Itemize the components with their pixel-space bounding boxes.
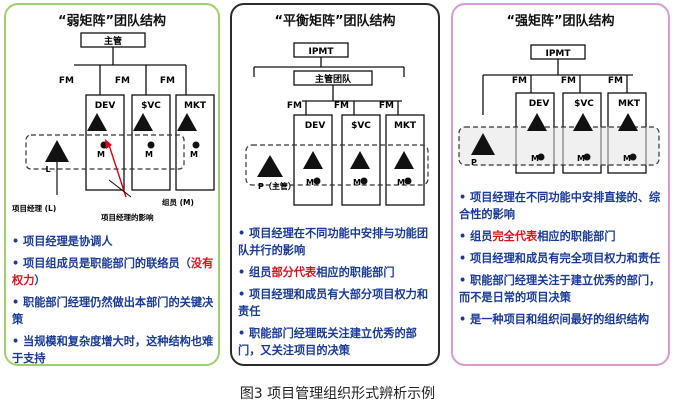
svg-text:主管团队: 主管团队 (315, 73, 352, 85)
svg-text:FM: FM (561, 76, 576, 86)
member-dot-icon (147, 141, 155, 149)
bullet-item: • 组员完全代表相应的职能部门 (459, 230, 616, 243)
svg-text:FM: FM (608, 76, 623, 86)
svg-text:MKT: MKT (394, 121, 417, 131)
bullet-item: • 职能部门经理仍然做出本部门的关键决策 (12, 296, 214, 326)
panel-title: “弱矩阵”团队结构 (57, 14, 167, 29)
bullet-item: • 项目经理在不同功能中安排直接的、综合性的影响 (459, 191, 661, 221)
svg-text:IPMT: IPMT (545, 49, 571, 59)
panel-title: “强矩阵”团队结构 (506, 14, 615, 29)
svg-text:M: M (531, 154, 539, 163)
fm-labels: FM FM FM (59, 76, 175, 86)
svg-text:P: P (471, 158, 477, 167)
org-chart-strong: IPMT FM FM FM DEV $VC MKT P M M M (458, 44, 660, 174)
member-dot-icon (360, 177, 368, 185)
panel-weak-matrix: “弱矩阵”团队结构 主管 FM FM FM DEV $VC MKT L M M … (4, 3, 220, 366)
figure-caption: 图3 项目管理组织形式辨析示例 (239, 386, 436, 402)
bullet-item: • 项目经理和成员有完全项目权力和责任 (459, 252, 661, 265)
member-dot-icon (537, 153, 545, 161)
bullet-item: • 组员部分代表相应的职能部门 (238, 266, 395, 279)
bullet-list: • 项目经理在不同功能中安排与功能团队并行的影响 • 组员部分代表相应的职能部门… (238, 225, 434, 364)
fm-triangle-icon (350, 151, 370, 169)
project-manager-triangle-icon (45, 140, 69, 162)
svg-text:L: L (45, 165, 50, 174)
bullet-item: • 当规模和复杂度增大时，这种结构也难于支持 (12, 335, 214, 365)
influence-arrow (108, 144, 127, 198)
fm-triangle-icon (303, 151, 323, 169)
project-team-dashed-box (458, 126, 660, 166)
member-dot-icon (629, 153, 637, 161)
svg-text:MKT: MKT (184, 101, 207, 111)
svg-text:M: M (353, 178, 361, 187)
svg-text:FM: FM (160, 76, 175, 86)
project-team-dashed-box (25, 134, 185, 170)
fm-triangle-icon (527, 113, 547, 131)
manager-label: 主管 (104, 35, 122, 47)
fm-triangle-icon (177, 113, 197, 131)
svg-text:DEV: DEV (529, 99, 550, 109)
bullet-list: • 项目经理在不同功能中安排直接的、综合性的影响 • 组员完全代表相应的职能部门… (459, 189, 664, 333)
bullet-list: • 项目经理是协调人 • 项目组成员是职能部门的联络员（没有权力） • 职能部门… (12, 233, 214, 372)
fm-triangle-icon (618, 113, 638, 131)
influence-label: 项目经理的影响 (101, 212, 154, 222)
svg-text:IPMT: IPMT (308, 47, 334, 57)
svg-text:$VC: $VC (141, 101, 161, 111)
svg-text:$VC: $VC (574, 99, 594, 109)
svg-text:M: M (145, 150, 153, 159)
member-dot-icon (313, 177, 321, 185)
pm-label: 项目经理 (L) (12, 203, 56, 213)
svg-text:MKT: MKT (618, 99, 641, 109)
member-dot-icon (404, 177, 412, 185)
svg-text:M: M (623, 154, 631, 163)
svg-text:FM: FM (379, 101, 394, 111)
svg-text:DEV: DEV (305, 121, 326, 131)
svg-text:FM: FM (512, 76, 527, 86)
svg-text:M: M (97, 150, 105, 159)
panel-strong-matrix: “强矩阵”团队结构 IPMT FM FM FM DEV $VC MKT P M … (451, 3, 670, 366)
svg-text:FM: FM (115, 76, 130, 86)
svg-text:$VC: $VC (351, 121, 371, 131)
bullet-item: • 项目经理是协调人 (12, 235, 113, 248)
svg-text:FM: FM (334, 101, 349, 111)
bullet-item: • 项目经理和成员有大部分项目权力和责任 (238, 288, 429, 318)
svg-text:M: M (577, 154, 585, 163)
org-chart-weak: 主管 FM FM FM DEV $VC MKT L M M M 项目经理 (L) (12, 32, 215, 222)
svg-text:FM: FM (287, 101, 302, 111)
svg-text:DEV: DEV (95, 101, 116, 111)
panel-title: “平衡矩阵”团队结构 (274, 14, 396, 29)
panel-balanced-matrix: “平衡矩阵”团队结构 IPMT 主管团队 FM FM FM DEV $VC MK… (230, 3, 440, 366)
bullet-item: • 项目组成员是职能部门的联络员（没有权力） (12, 257, 214, 287)
member-label: 组员 (M) (162, 197, 194, 207)
member-dot-icon (192, 141, 200, 149)
bullet-item: • 是一种项目和组织间最好的组织结构 (459, 313, 650, 326)
svg-text:FM: FM (59, 76, 74, 86)
project-team-dashed-box (245, 144, 429, 186)
project-manager-triangle-icon (257, 155, 283, 177)
arrow-head-icon (105, 139, 112, 149)
bullet-item: • 项目经理在不同功能中安排与功能团队并行的影响 (238, 227, 429, 257)
project-manager-triangle-icon (471, 133, 495, 155)
fm-triangle-icon (394, 151, 414, 169)
bullet-item: • 职能部门经理关注于建立优秀的部门，而不是日常的项目决策 (459, 274, 661, 304)
svg-text:P（主管）: P（主管） (258, 181, 296, 191)
svg-text:M: M (397, 178, 405, 187)
org-chart-balanced: IPMT 主管团队 FM FM FM DEV $VC MKT P（主管） M M… (245, 42, 429, 206)
bullet-item: • 职能部门经理既关注建立优秀的部门，又关注项目的决策 (238, 327, 417, 357)
svg-text:M: M (306, 178, 314, 187)
member-dot-icon (583, 153, 591, 161)
fm-triangle-icon (573, 113, 593, 131)
fm-triangle-icon (87, 113, 107, 131)
fm-triangle-icon (133, 113, 153, 131)
svg-text:M: M (190, 150, 198, 159)
